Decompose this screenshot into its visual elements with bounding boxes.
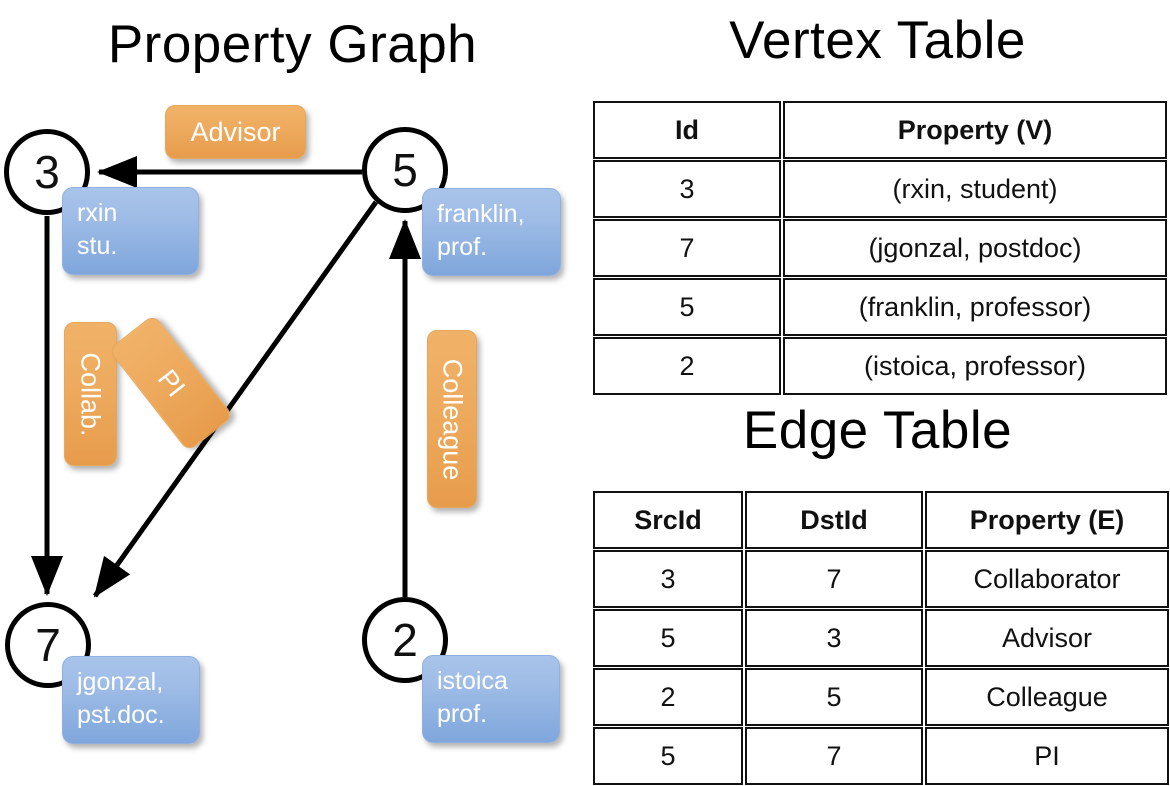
vertex-cell-property: (jgonzal, postdoc) <box>783 219 1167 277</box>
edge-label-text: Colleague <box>437 358 468 480</box>
graph-node-5[interactable]: 5 <box>362 127 448 213</box>
vertex-property-line: stu. <box>77 232 118 260</box>
edge-cell-dstid: 7 <box>745 550 923 608</box>
edge-header-property: Property (E) <box>925 491 1169 549</box>
table-row[interactable]: 7 (jgonzal, postdoc) <box>593 219 1167 277</box>
edge-label-text: Advisor <box>190 116 281 147</box>
page-title-edge-table: Edge Table <box>742 401 1013 460</box>
vertex-property-line: istoica <box>437 667 508 695</box>
edge-cell-srcid: 5 <box>593 727 743 785</box>
table-row[interactable]: 3 (rxin, student) <box>593 160 1167 218</box>
edge-cell-srcid: 3 <box>593 550 743 608</box>
page-title-property-graph: Property Graph <box>107 15 478 74</box>
vertex-property-line: prof. <box>437 233 488 261</box>
property-graph-panel: Property Graph 3 5 7 2 rxin stu. frankli… <box>0 0 585 760</box>
edge-label-advisor: Advisor <box>165 105 306 159</box>
vertex-property-box-3: rxin stu. <box>62 187 199 275</box>
vertex-property-box-2: istoica prof. <box>422 655 560 743</box>
edge-header-srcid: SrcId <box>593 491 743 549</box>
vertex-cell-property: (franklin, professor) <box>783 278 1167 336</box>
vertex-property-line: prof. <box>437 700 488 728</box>
graph-node-2[interactable]: 2 <box>362 597 448 683</box>
vertex-property-box-7: jgonzal, pst.doc. <box>62 656 200 744</box>
vertex-property-box-5: franklin, prof. <box>422 188 561 276</box>
table-row[interactable]: 2 5 Colleague <box>593 668 1169 726</box>
table-row[interactable]: 2 (istoica, professor) <box>593 337 1167 395</box>
vertex-table: Id Property (V) 3 (rxin, student) 7 (jgo… <box>591 100 1169 396</box>
vertex-cell-id: 2 <box>593 337 781 395</box>
vertex-header-id: Id <box>593 101 781 159</box>
edge-label-text: Collab. <box>76 351 107 437</box>
vertex-property-line: rxin <box>77 199 118 227</box>
edge-cell-dstid: 7 <box>745 727 923 785</box>
edge-cell-dstid: 3 <box>745 609 923 667</box>
edge-cell-property: Collaborator <box>925 550 1169 608</box>
edge-cell-srcid: 2 <box>593 668 743 726</box>
vertex-header-property: Property (V) <box>783 101 1167 159</box>
edge-5-to-7 <box>92 200 379 598</box>
edge-cell-property: PI <box>925 727 1169 785</box>
table-header-row: Id Property (V) <box>593 101 1167 159</box>
vertex-cell-property: (istoica, professor) <box>783 337 1167 395</box>
edge-label-text: PI <box>151 363 192 402</box>
edge-label-collab: Collab. <box>64 322 117 466</box>
table-row[interactable]: 5 7 PI <box>593 727 1169 785</box>
vertex-property-line: franklin, <box>437 200 525 228</box>
vertex-cell-id: 3 <box>593 160 781 218</box>
edge-cell-property: Colleague <box>925 668 1169 726</box>
table-row[interactable]: 5 (franklin, professor) <box>593 278 1167 336</box>
vertex-property-line: pst.doc. <box>77 701 165 729</box>
vertex-cell-property: (rxin, student) <box>783 160 1167 218</box>
graph-edges-svg <box>31 156 421 598</box>
page-title-vertex-table: Vertex Table <box>729 11 1026 70</box>
edge-cell-srcid: 5 <box>593 609 743 667</box>
edge-label-colleague: Colleague <box>427 330 477 508</box>
edge-cell-property: Advisor <box>925 609 1169 667</box>
vertex-cell-id: 7 <box>593 219 781 277</box>
table-row[interactable]: 3 7 Collaborator <box>593 550 1169 608</box>
table-header-row: SrcId DstId Property (E) <box>593 491 1169 549</box>
vertex-cell-id: 5 <box>593 278 781 336</box>
edge-table: SrcId DstId Property (E) 3 7 Collaborato… <box>591 490 1170 786</box>
edge-header-dstid: DstId <box>745 491 923 549</box>
vertex-property-line: jgonzal, <box>77 668 164 696</box>
table-row[interactable]: 5 3 Advisor <box>593 609 1169 667</box>
edge-cell-dstid: 5 <box>745 668 923 726</box>
